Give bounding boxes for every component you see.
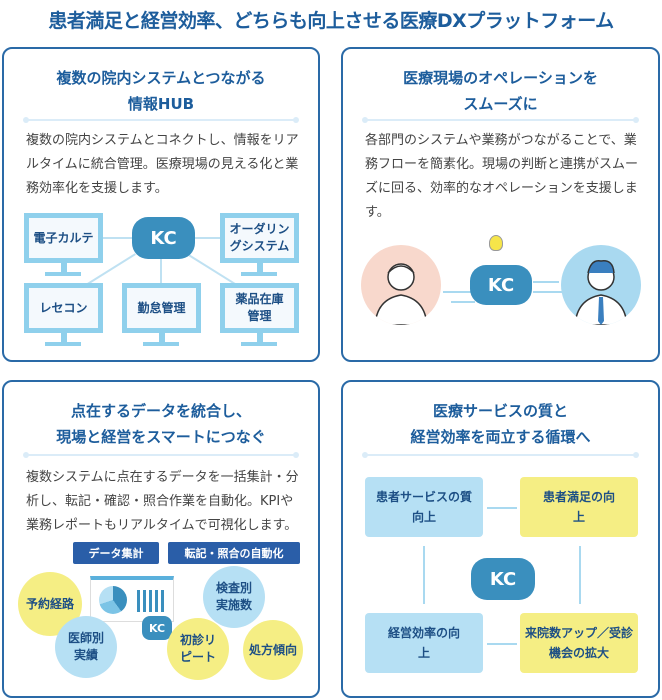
divider xyxy=(362,452,639,458)
cycle-step-service-quality: 患者サービスの質向上 xyxy=(365,477,483,537)
kc-logo: KC xyxy=(470,265,532,305)
card-body: 複数の院内システムとコネクトし、情報をリアルタイムに統合管理。医療現場の見える化… xyxy=(26,133,299,196)
card-title-line: 点在するデータを統合し、 xyxy=(70,402,251,420)
system-monitor: 薬品在庫管理 xyxy=(220,283,299,333)
cycle-step-management-efficiency: 経営効率の向上 xyxy=(365,613,483,673)
card-operation: 医療現場のオペレーションをスムーズに 各部門のシステムや業務がつながることで、業… xyxy=(341,47,660,362)
bubble-test-counts: 検査別実施数 xyxy=(203,566,265,628)
page-title: 患者満足と経営効率、どちらも向上させる医療DXプラットフォーム xyxy=(48,10,614,32)
doctor-avatar xyxy=(561,245,641,325)
card-title-line: 現場と経営をスマートにつなぐ xyxy=(56,428,266,446)
pie-chart-icon xyxy=(99,586,127,614)
nurse-avatar xyxy=(361,245,441,325)
system-monitor: 電子カルテ xyxy=(24,213,103,263)
card-cycle: 医療サービスの質と経営効率を両立する循環へ 患者サービスの質向上 患者満足の向上… xyxy=(341,380,660,698)
kc-logo: KC xyxy=(132,217,195,259)
cycle-step-patient-satisfaction: 患者満足の向上 xyxy=(520,477,638,537)
card-title-line: 医療サービスの質と xyxy=(432,402,568,420)
arrow-down-icon xyxy=(579,546,581,604)
card-title-line: スムーズに xyxy=(463,95,538,113)
card-title-line: 情報HUB xyxy=(127,95,195,113)
card-title-line: 複数の院内システムとつながる xyxy=(56,69,266,87)
bubble-doctor-results: 医師別実績 xyxy=(55,616,117,678)
card-title: 医療現場のオペレーションをスムーズに xyxy=(343,65,658,117)
divider xyxy=(362,117,639,123)
arrow-left-icon xyxy=(487,643,517,645)
tag-automation: 転記・照合の自動化 xyxy=(168,542,300,564)
bubble-first-visit-repeat: 初診リピート xyxy=(167,618,229,680)
divider xyxy=(23,117,299,123)
card-body: 複数システムに点在するデータを一括集計・分析し、転記・確認・照合作業を自動化。K… xyxy=(26,470,299,533)
kc-logo: KC xyxy=(142,616,172,640)
card-title: 点在するデータを統合し、現場と経営をスマートにつなぐ xyxy=(4,398,318,450)
dashboard-illustration xyxy=(90,576,174,622)
card-body: 各部門のシステムや業務がつながることで、業務フローを簡素化。現場の判断と連携がス… xyxy=(365,133,639,220)
card-title-line: 経営効率を両立する循環へ xyxy=(410,428,591,446)
tag-data-aggregation: データ集計 xyxy=(73,542,159,564)
card-info-hub: 複数の院内システムとつながる情報HUB 複数の院内システムとコネクトし、情報をリ… xyxy=(2,47,320,362)
bar-chart-icon xyxy=(137,590,165,612)
card-title: 医療サービスの質と経営効率を両立する循環へ xyxy=(343,398,658,450)
card-title-line: 医療現場のオペレーションを xyxy=(403,69,598,87)
kc-logo: KC xyxy=(471,558,535,600)
cycle-step-visits: 来院数アップ／受診機会の拡大 xyxy=(520,613,638,673)
divider xyxy=(23,452,299,458)
card-title: 複数の院内システムとつながる情報HUB xyxy=(4,65,318,117)
system-monitor: レセコン xyxy=(24,283,103,333)
lightbulb-icon xyxy=(489,235,503,251)
arrow-right-icon xyxy=(487,507,517,509)
bubble-prescription-trend: 処方傾向 xyxy=(243,620,303,680)
system-monitor: オーダリングシステム xyxy=(220,213,299,263)
system-monitor: 勤怠管理 xyxy=(122,283,201,333)
arrow-up-icon xyxy=(423,546,425,604)
card-data-integration: 点在するデータを統合し、現場と経営をスマートにつなぐ 複数システムに点在するデー… xyxy=(2,380,320,698)
